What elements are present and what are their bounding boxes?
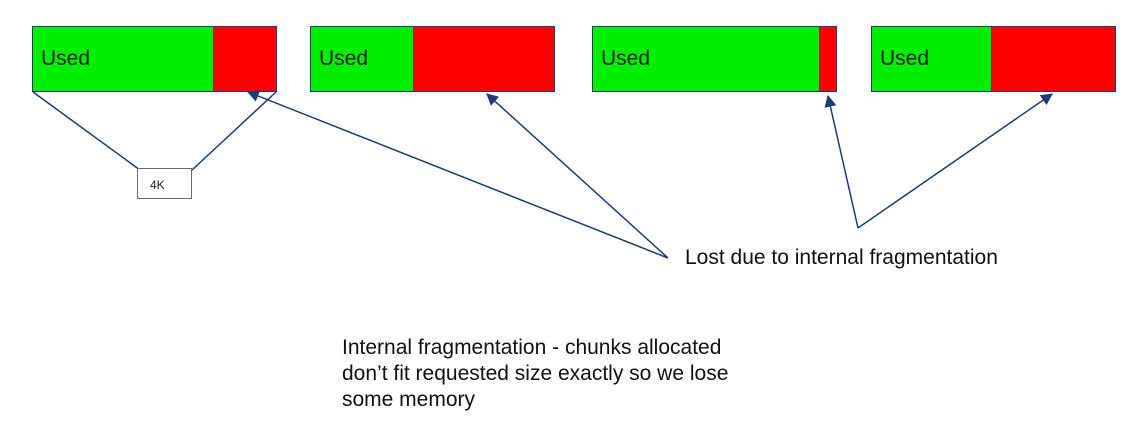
used-segment-1: Used	[33, 27, 213, 91]
used-label-2: Used	[319, 47, 369, 70]
lost-segment-1	[212, 27, 276, 91]
bracket-line-left	[32, 91, 141, 171]
caption-line-1: Internal fragmentation - chunks allocate…	[342, 336, 722, 359]
memory-block-4: Used	[871, 26, 1116, 92]
caption-line-3: some memory	[342, 388, 476, 411]
memory-block-1: Used	[32, 26, 277, 92]
lost-segment-3	[818, 27, 836, 91]
arrow-to-lost-1	[246, 90, 669, 259]
used-segment-2: Used	[311, 27, 414, 91]
lost-segment-2	[413, 27, 554, 91]
caption-line-2: don’t fit requested size exactly so we l…	[342, 362, 729, 385]
block-size-label: 4K	[137, 168, 192, 199]
memory-block-3: Used	[592, 26, 837, 92]
arrow-to-lost-4	[857, 93, 1053, 229]
lost-fragmentation-label: Lost due to internal fragmentation	[685, 246, 998, 269]
arrow-to-lost-2	[486, 93, 669, 259]
used-segment-3: Used	[593, 27, 819, 91]
used-label-1: Used	[41, 47, 91, 70]
caption-text: Internal fragmentation - chunks allocate…	[342, 335, 782, 413]
used-label-4: Used	[880, 47, 930, 70]
used-label-3: Used	[601, 47, 651, 70]
bracket-line-right	[191, 91, 277, 171]
memory-block-2: Used	[310, 26, 555, 92]
used-segment-4: Used	[872, 27, 992, 91]
arrow-to-lost-3	[824, 94, 859, 229]
lost-segment-4	[991, 27, 1115, 91]
